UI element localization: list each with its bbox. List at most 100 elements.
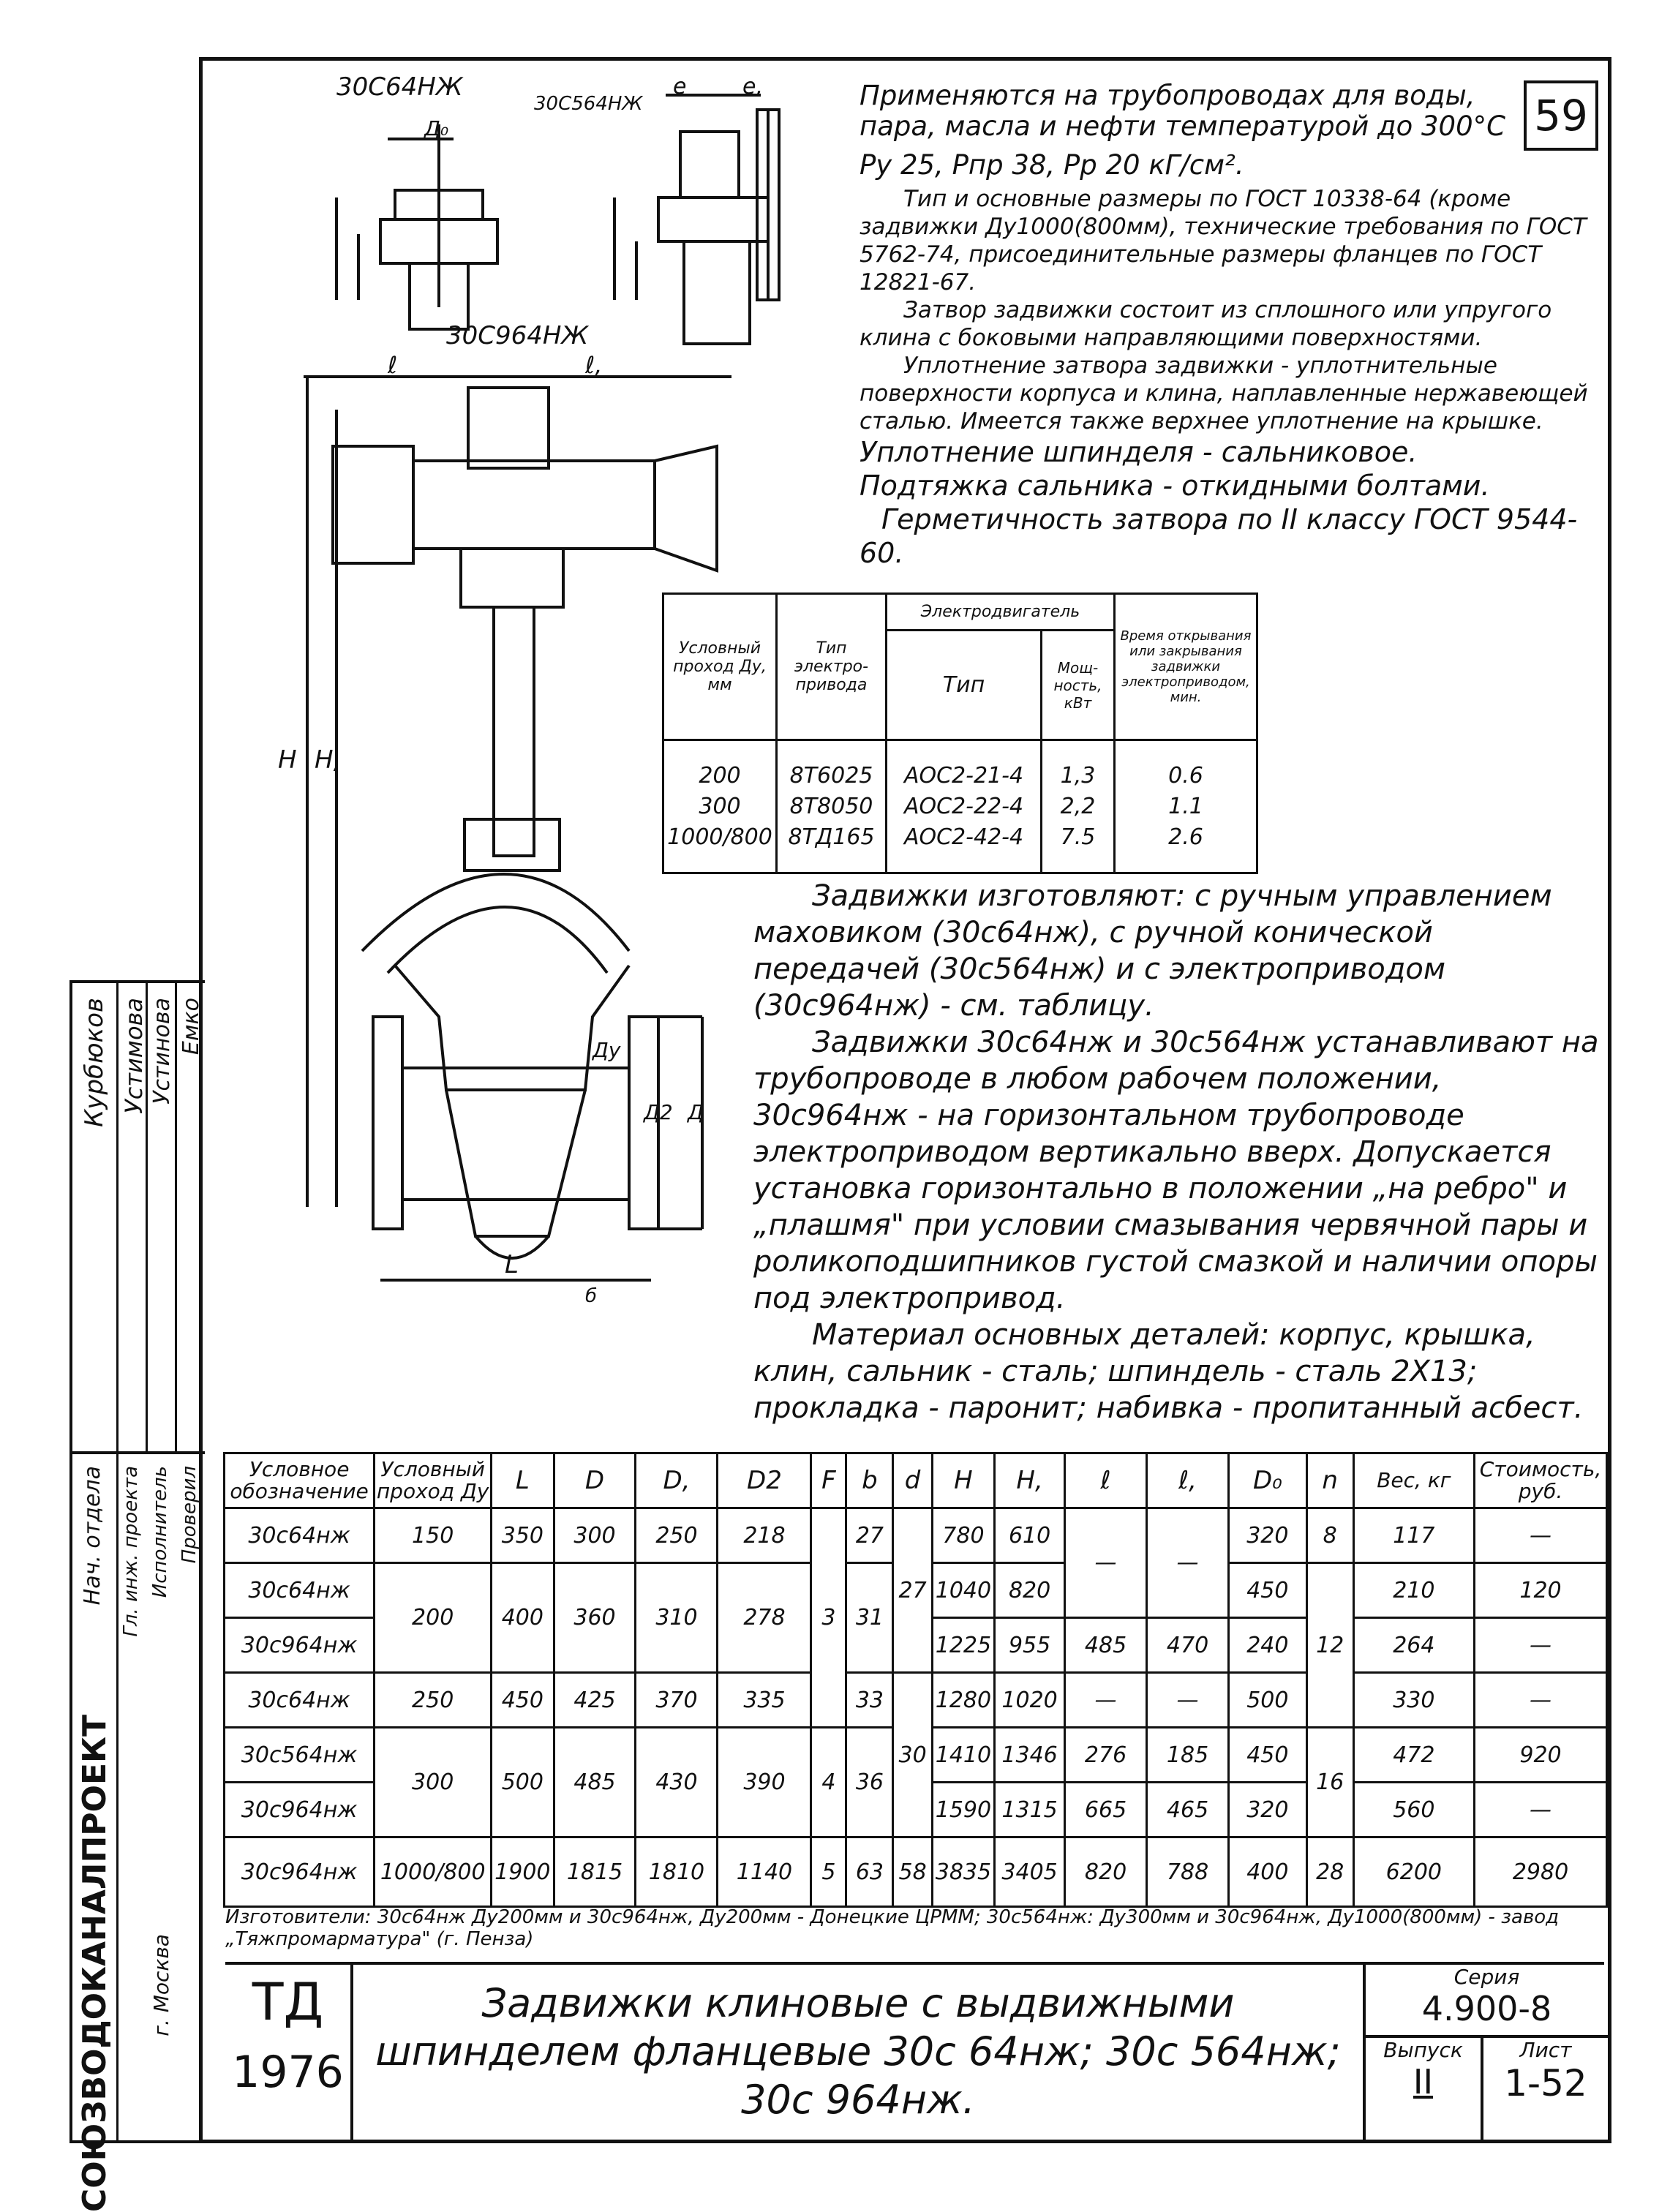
cell-cost: — [1472,1617,1609,1674]
cell-D: 425 [552,1671,637,1728]
cell-H: 780 [930,1507,996,1564]
issue-box: Выпуск II [1363,2038,1483,2140]
description-p6: Уплотнение шпинделя - сальниковое. [860,436,1418,468]
cell-D2: 278 [716,1562,813,1674]
cell-H1: 3405 [993,1836,1067,1908]
label-L: L [505,1250,519,1279]
side-role-4: Проверил [178,1466,200,1564]
cell-cost: — [1472,1671,1609,1728]
motor-col-group: Электродвигатель [885,592,1116,631]
cell-F: 5 [810,1836,848,1908]
label-dy: Ду [591,1038,621,1062]
sheet-label: Лист [1519,2038,1572,2062]
cell-D: 1815 [552,1836,637,1908]
manufacturers-text: Изготовители: 30с64нж Ду200мм и 30с964нж… [225,1906,1560,1950]
cell-D: 360 [552,1562,637,1674]
side-name-4: Емко [178,998,204,1056]
city-label: г. Москва [149,1934,173,2036]
label-30s964nzh: 30С964НЖ [446,321,589,350]
lower-text-p2: Задвижки 30с64нж и 30с564нж устанавливаю… [753,1026,1599,1315]
cell-cost: — [1472,1781,1609,1838]
cell-D0: 450 [1227,1726,1308,1783]
motor-col-motor-type: Тип [885,629,1042,741]
cell-H: 1590 [930,1781,996,1838]
cell-n: 28 [1305,1836,1355,1908]
header-H: H [930,1452,996,1509]
cell-H1: 1020 [993,1671,1067,1728]
header-D: D [552,1452,637,1509]
cell-l1: 788 [1146,1836,1230,1908]
description-p4: Затвор задвижки состоит из сплошного или… [860,297,1552,351]
label-d0: Д₀ [423,116,448,140]
cell-cost: 2980 [1472,1836,1609,1908]
manufacturers-note: Изготовители: 30с64нж Ду200мм и 30с964нж… [225,1906,1604,1965]
cell-d: 27 [892,1507,933,1674]
valve-drawing: 30С64НЖ 30С564НЖ е е, Д₀ 30С964НЖ ℓ ℓ, Н… [278,72,781,1307]
cell-l: 485 [1064,1617,1148,1674]
header-n: n [1305,1452,1355,1509]
cell-designation: 30с964нж [222,1781,376,1838]
cell-D0: 320 [1227,1781,1308,1838]
cell-dy: 200 [373,1562,493,1674]
description-p2: Ру 25, Рпр 38, Рр 20 кГ/см². [860,149,1244,181]
cell-b: 63 [845,1836,895,1908]
cell-H: 1280 [930,1671,996,1728]
side-col-line [146,983,148,1451]
cell-designation: 30с564нж [222,1726,376,1783]
label-e1: е, [742,74,763,99]
document-title: Задвижки клиновые с выдвижными шпинделем… [375,1980,1341,2123]
motor-col-dy: Условный проход Ду, мм [662,592,778,741]
cell-d: 58 [892,1836,933,1908]
cell-L: 350 [490,1507,555,1564]
cell-cost: 920 [1472,1726,1609,1783]
cell-designation: 30с64нж [222,1671,376,1728]
cell-L: 450 [490,1671,555,1728]
cell-H: 1225 [930,1617,996,1674]
side-name-3: Устинова [149,998,175,1105]
label-b: б [585,1285,597,1307]
side-col-line [175,983,177,1451]
cell-weight: 560 [1352,1781,1475,1838]
cell-cost: — [1472,1507,1609,1564]
cell-D1: 310 [634,1562,719,1674]
header-D1: D, [634,1452,719,1509]
description-p1: Применяются на трубопроводах для воды, п… [860,80,1505,142]
cell-weight: 210 [1352,1562,1475,1619]
cell-weight: 264 [1352,1617,1475,1674]
cell-l1: — [1146,1671,1230,1728]
label-d: Д [686,1100,704,1124]
cell-H1: 610 [993,1507,1067,1564]
cell-n: 8 [1305,1507,1355,1564]
cell-l: — [1064,1671,1148,1728]
side-role-2: Гл. инж. проекта [120,1466,142,1637]
cell-D0: 320 [1227,1507,1308,1564]
cell-D0: 400 [1227,1836,1308,1908]
motor-col-time: Время открывания или закрывания задвижки… [1113,592,1258,741]
cell-n: 16 [1305,1726,1355,1838]
cell-H1: 955 [993,1617,1067,1674]
description-p3: Тип и основные размеры по ГОСТ 10338-64 … [860,186,1587,296]
cell-weight: 117 [1352,1507,1475,1564]
header-l: ℓ [1064,1452,1148,1509]
label-h: Н [278,745,297,775]
cell-H1: 820 [993,1562,1067,1619]
series-box: Серия 4.900-8 [1363,1965,1608,2038]
cell-D1: 1810 [634,1836,719,1908]
cell-dy: 300 [373,1726,493,1838]
cell-weight: 6200 [1352,1836,1475,1908]
cell-l: 665 [1064,1781,1148,1838]
title-block: ТД 1976 Задвижки клиновые с выдвижными ш… [225,1965,1608,2140]
organization-name: СОЮЗВОДОКАНАЛПРОЕКТ [76,1715,113,2212]
side-role-3: Исполнитель [149,1466,171,1598]
cell-H: 1040 [930,1562,996,1619]
header-d: d [892,1452,933,1509]
cell-l: — [1064,1507,1148,1619]
cell-designation: 30с64нж [222,1562,376,1619]
side-name-2: Устимова [120,998,148,1114]
issue-label: Выпуск [1383,2038,1463,2062]
cell-H: 1410 [930,1726,996,1783]
description-p8: Герметичность затвора по II классу ГОСТ … [860,503,1578,569]
header-weight: Вес, кг [1352,1452,1475,1509]
